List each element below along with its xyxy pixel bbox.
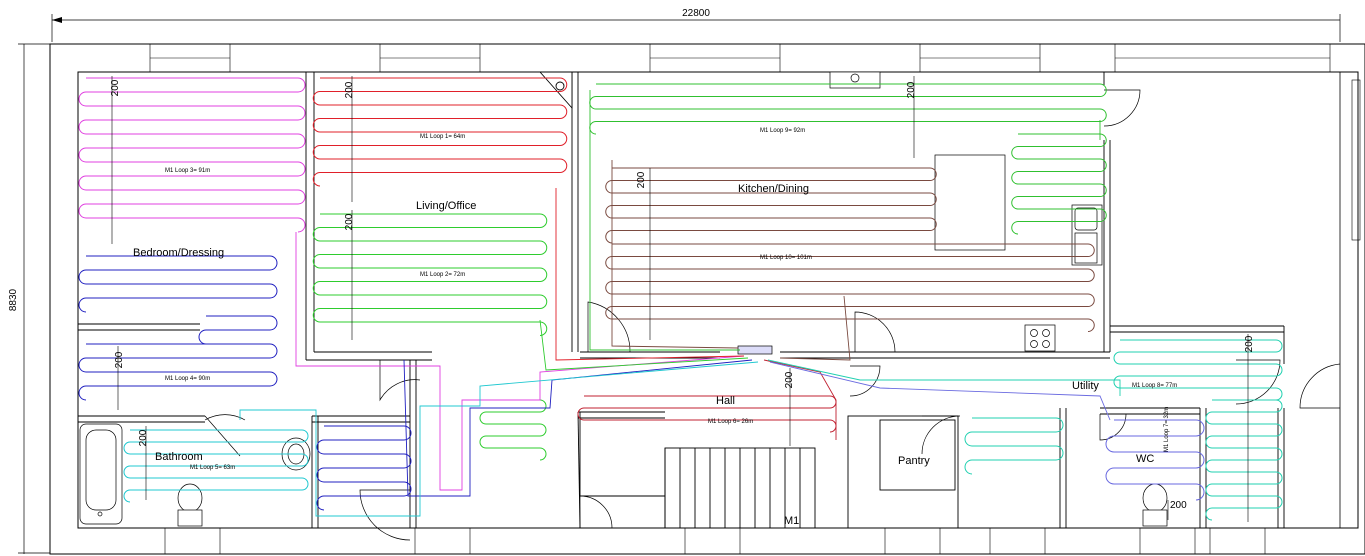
spacing-label-hall: 200	[784, 371, 795, 388]
spacing-label-bedroom: 200	[110, 79, 121, 96]
loop-label-7: M1 Loop 7= 32m	[1164, 407, 1170, 452]
loop-label-10: M1 Loop 10= 101m	[760, 255, 812, 261]
heating-loop-8b	[1205, 399, 1283, 521]
loop-label-3: M1 Loop 3= 91m	[165, 168, 210, 174]
heating-loop-2	[312, 213, 548, 336]
height-dimension-label: 8830	[8, 288, 19, 311]
feed-pipe-5	[239, 361, 759, 517]
feed-pipe-1	[295, 232, 745, 491]
heating-loop-10a	[605, 167, 937, 244]
doors	[204, 89, 1341, 541]
loop-label-8: M1 Loop 8= 77m	[1132, 383, 1177, 389]
loop-label-4: M1 Loop 4= 90m	[165, 376, 210, 382]
heating-loop-8c	[964, 417, 1064, 475]
heating-loop-5	[123, 429, 309, 503]
heating-loop-9a	[589, 83, 1107, 135]
heating-loop-4d	[316, 425, 412, 511]
heating-loop-8a	[1113, 339, 1283, 401]
heating-loop-4	[78, 255, 278, 313]
heating-loop-3	[78, 77, 306, 233]
room-label-utility: Utility	[1072, 380, 1099, 392]
feed-pipe-6	[763, 359, 837, 440]
heating-loop-6	[577, 395, 837, 433]
room-label-living: Living/Office	[416, 200, 476, 212]
heating-loops	[78, 77, 1283, 521]
heating-loop-1	[312, 77, 568, 187]
feed-pipe-3	[539, 319, 749, 371]
spacing-label-bedroom-lower: 200	[114, 351, 125, 368]
feed-pipe-10	[611, 160, 851, 361]
loop-label-2: M1 Loop 2= 72m	[420, 272, 465, 278]
spacing-label-bathroom: 200	[138, 429, 149, 446]
feed-pipe-8	[769, 361, 1111, 421]
dimension-lines	[18, 14, 1341, 554]
room-label-wc: WC	[1136, 453, 1154, 465]
fixtures	[79, 71, 1168, 527]
manifold-feed-pipes	[239, 90, 1121, 517]
spacing-label-living-lower: 200	[344, 213, 355, 230]
heating-loop-10b	[605, 243, 1095, 332]
heating-loop-9b	[1011, 133, 1107, 235]
loop-label-6: M1 Loop 6= 26m	[708, 419, 753, 425]
feed-pipe-9	[589, 90, 1101, 351]
spacing-lines	[111, 76, 1249, 522]
loop-label-5: M1 Loop 5= 63m	[190, 465, 235, 471]
room-label-kitchen: Kitchen/Dining	[738, 183, 809, 195]
feed-pipe-2	[555, 188, 745, 361]
spacing-label-kitchen-upper: 200	[906, 81, 917, 98]
heating-loop-7	[1105, 419, 1205, 501]
room-label-hall: Hall	[716, 395, 735, 407]
heating-loop-4b	[198, 315, 278, 345]
spacing-label-wc: 200	[1170, 500, 1187, 511]
interior-walls	[78, 71, 1285, 529]
width-dimension-label: 22800	[682, 8, 710, 19]
loop-label-9: M1 Loop 9= 92m	[760, 128, 805, 134]
loop-label-1: M1 Loop 1= 64m	[420, 134, 465, 140]
heating-loop-2b	[479, 399, 547, 461]
spacing-label-living-upper: 200	[344, 81, 355, 98]
spacing-label-kitchen-lower: 200	[636, 171, 647, 188]
manifold-label: M1	[784, 515, 799, 527]
room-label-bedroom: Bedroom/Dressing	[133, 247, 224, 259]
room-label-bathroom: Bathroom	[155, 451, 203, 463]
room-label-pantry: Pantry	[898, 455, 930, 467]
heating-loop-4c	[78, 343, 278, 401]
feed-pipe-7	[767, 359, 1121, 396]
spacing-label-utility: 200	[1244, 335, 1255, 352]
